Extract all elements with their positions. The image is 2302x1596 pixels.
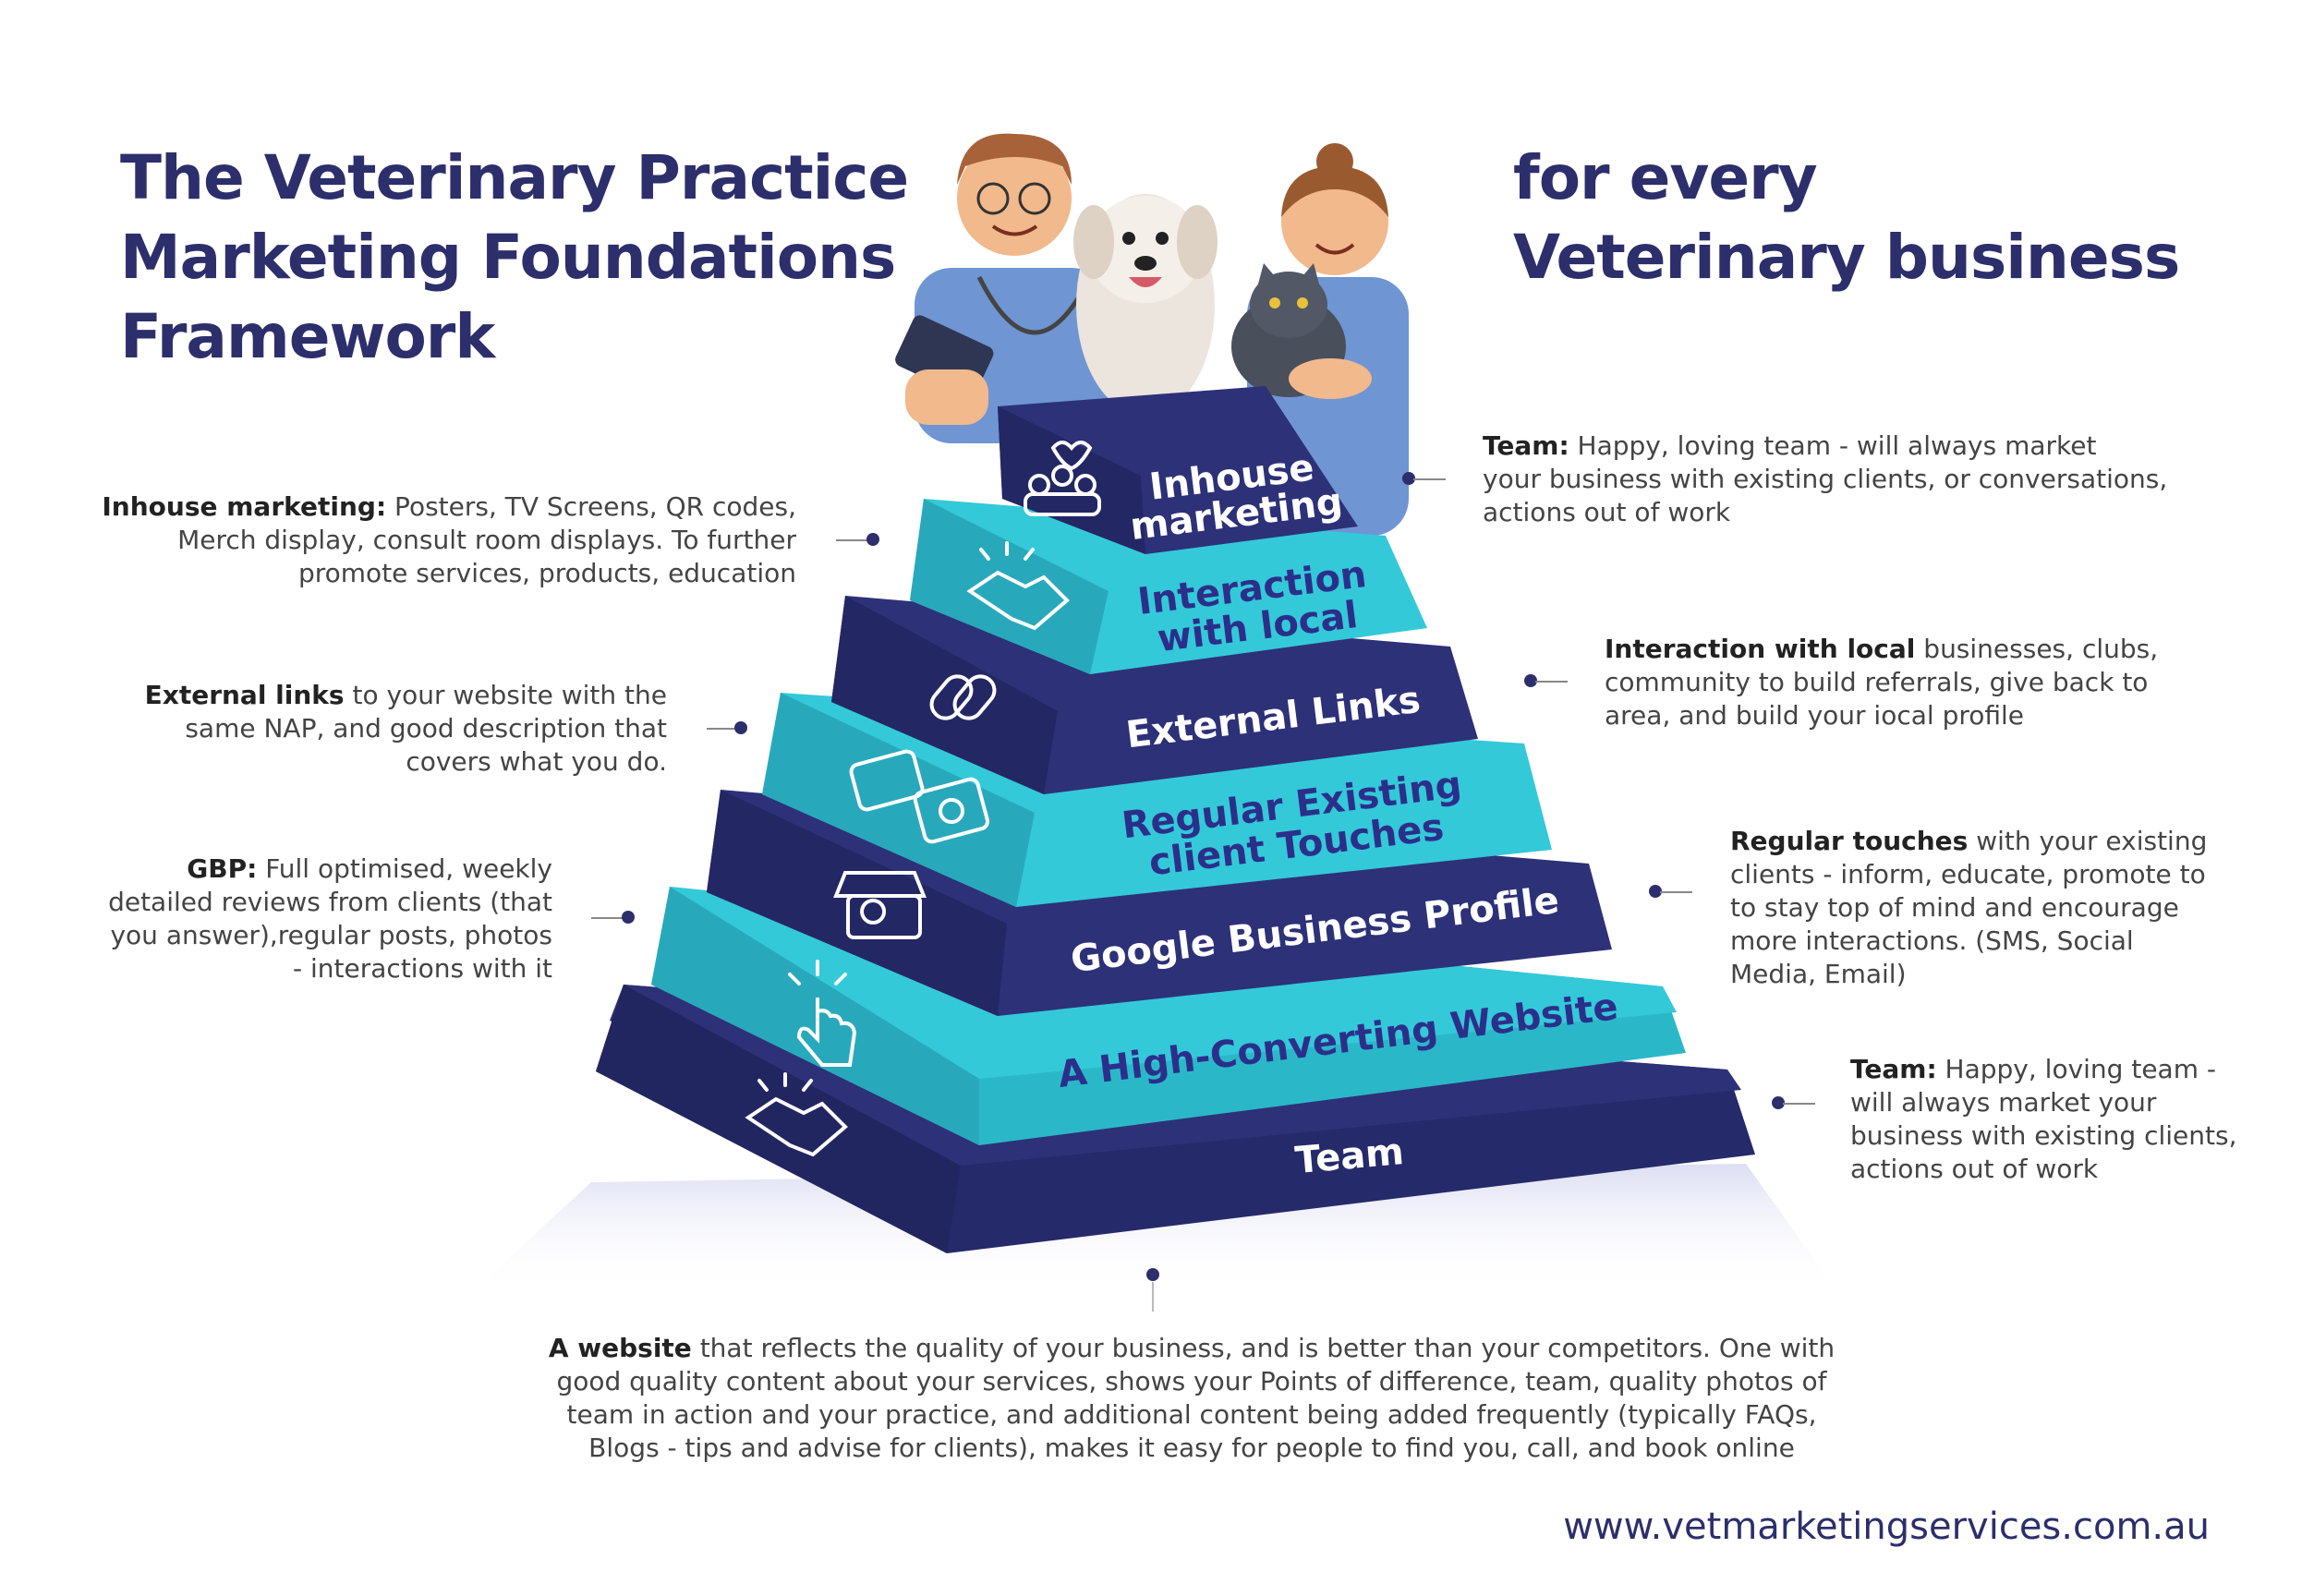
step-label-team: Team <box>1293 1130 1405 1182</box>
note-text: clients - inform, educate, promote to <box>1730 859 2206 889</box>
leader-dot <box>1146 1268 1159 1281</box>
note-bold: Inhouse marketing: <box>102 491 387 522</box>
note-text: same NAP, and good description that <box>185 713 667 744</box>
note-text: team in action and your practice, and ad… <box>566 1399 1817 1430</box>
note-text: actions out of work <box>1483 497 1731 527</box>
note-bold: Team: <box>1483 430 1569 461</box>
note-inhouse-marketing: Inhouse marketing: Posters, TV Screens, … <box>92 490 796 590</box>
note-text: actions out of work <box>1850 1154 2099 1184</box>
note-text: your business with existing clients, or … <box>1483 464 2168 494</box>
note-text: Full optimised, weekly <box>257 853 552 884</box>
link-icon <box>929 674 997 720</box>
community-heart-icon <box>1024 441 1101 516</box>
subtitle-line: for every <box>1513 142 1818 213</box>
note-bold: GBP: <box>187 853 258 884</box>
pyramid-floor-shadow <box>471 1164 1838 1293</box>
note-text: good quality content about your services… <box>556 1366 1827 1396</box>
note-text: that reflects the quality of your busine… <box>691 1333 1836 1363</box>
note-text: Merch display, consult room displays. To… <box>177 525 796 555</box>
note-text: will always market your <box>1850 1087 2157 1118</box>
leader-line <box>1535 681 1568 683</box>
note-text: Media, Email) <box>1730 959 1907 989</box>
note-text: Happy, loving team - <box>1936 1054 2216 1084</box>
footer-url: www.vetmarketingservices.com.au <box>1563 1505 2210 1548</box>
leader-line <box>1783 1103 1815 1105</box>
note-text: Posters, TV Screens, QR codes, <box>386 491 796 522</box>
leader-dot <box>1524 674 1537 687</box>
handshake-icon <box>966 541 1070 631</box>
leader-line <box>1660 891 1692 893</box>
leader-line <box>1152 1282 1154 1312</box>
note-text: businesses, clubs, <box>1915 634 2159 664</box>
note-text: to your website with the <box>344 680 667 710</box>
leader-dot <box>1402 472 1415 485</box>
title-line: Framework <box>120 301 495 372</box>
pyramid-step-external-links <box>831 596 1478 794</box>
note-interaction-local: Interaction with local businesses, clubs… <box>1605 633 2233 732</box>
leader-dot <box>734 721 747 734</box>
title-line: The Veterinary Practice <box>120 142 909 213</box>
leader-dot <box>866 533 879 546</box>
leader-dot <box>1772 1096 1785 1109</box>
note-text: community to build referrals, give back … <box>1605 667 2149 697</box>
note-bold: External links <box>144 680 345 710</box>
note-text: promote services, products, education <box>297 558 796 588</box>
main-title: The Veterinary Practice Marketing Founda… <box>120 139 951 377</box>
title-line: Marketing Foundations <box>120 222 896 293</box>
note-bold: A website <box>548 1333 692 1363</box>
note-text: area, and build your iocal profile <box>1605 700 2025 731</box>
note-text: Blogs - tips and advise for clients), ma… <box>588 1433 1795 1463</box>
dog-illustration <box>1073 194 1218 416</box>
note-team-top: Team: Happy, loving team - will always m… <box>1483 429 2240 529</box>
note-bold: Team: <box>1850 1054 1937 1084</box>
pyramid-step-interaction <box>910 499 1427 674</box>
cat-illustration <box>1231 263 1372 399</box>
note-text: more interactions. (SMS, Social <box>1730 925 2134 956</box>
note-text: business with existing clients, <box>1850 1120 2237 1151</box>
note-text: you answer),regular posts, photos <box>110 920 552 950</box>
note-bold: Interaction with local <box>1605 634 1916 664</box>
note-text: covers what you do. <box>406 746 667 777</box>
leader-line <box>591 917 624 919</box>
team-handshake-icon <box>745 1072 848 1157</box>
leader-dot <box>1649 885 1662 898</box>
note-external-links: External links to your website with the … <box>92 679 667 779</box>
email-at-icon <box>849 749 989 844</box>
click-hand-icon <box>788 960 857 1067</box>
note-bold: Regular touches <box>1730 826 1969 856</box>
note-text: to stay top of mind and encourage <box>1730 892 2179 923</box>
note-team-bottom: Team: Happy, loving team - will always m… <box>1850 1053 2284 1186</box>
note-text: with your existing <box>1968 826 2208 856</box>
leader-line <box>836 539 868 541</box>
leader-line <box>1413 478 1446 480</box>
storefront-icon <box>833 871 927 939</box>
subtitle: for every Veterinary business <box>1513 139 2271 297</box>
subtitle-line: Veterinary business <box>1513 222 2180 293</box>
note-regular-touches: Regular touches with your existing clien… <box>1730 825 2247 991</box>
note-text: - interactions with it <box>293 953 552 984</box>
note-gbp: GBP: Full optimised, weekly detailed rev… <box>92 852 552 985</box>
note-text: Happy, loving team - will always market <box>1569 430 2097 461</box>
leader-line <box>707 728 734 730</box>
note-text: detailed reviews from clients (that <box>108 887 552 917</box>
leader-dot <box>622 911 635 924</box>
note-website: A website that reflects the quality of y… <box>485 1332 1898 1465</box>
male-vet-illustration <box>895 133 1109 443</box>
